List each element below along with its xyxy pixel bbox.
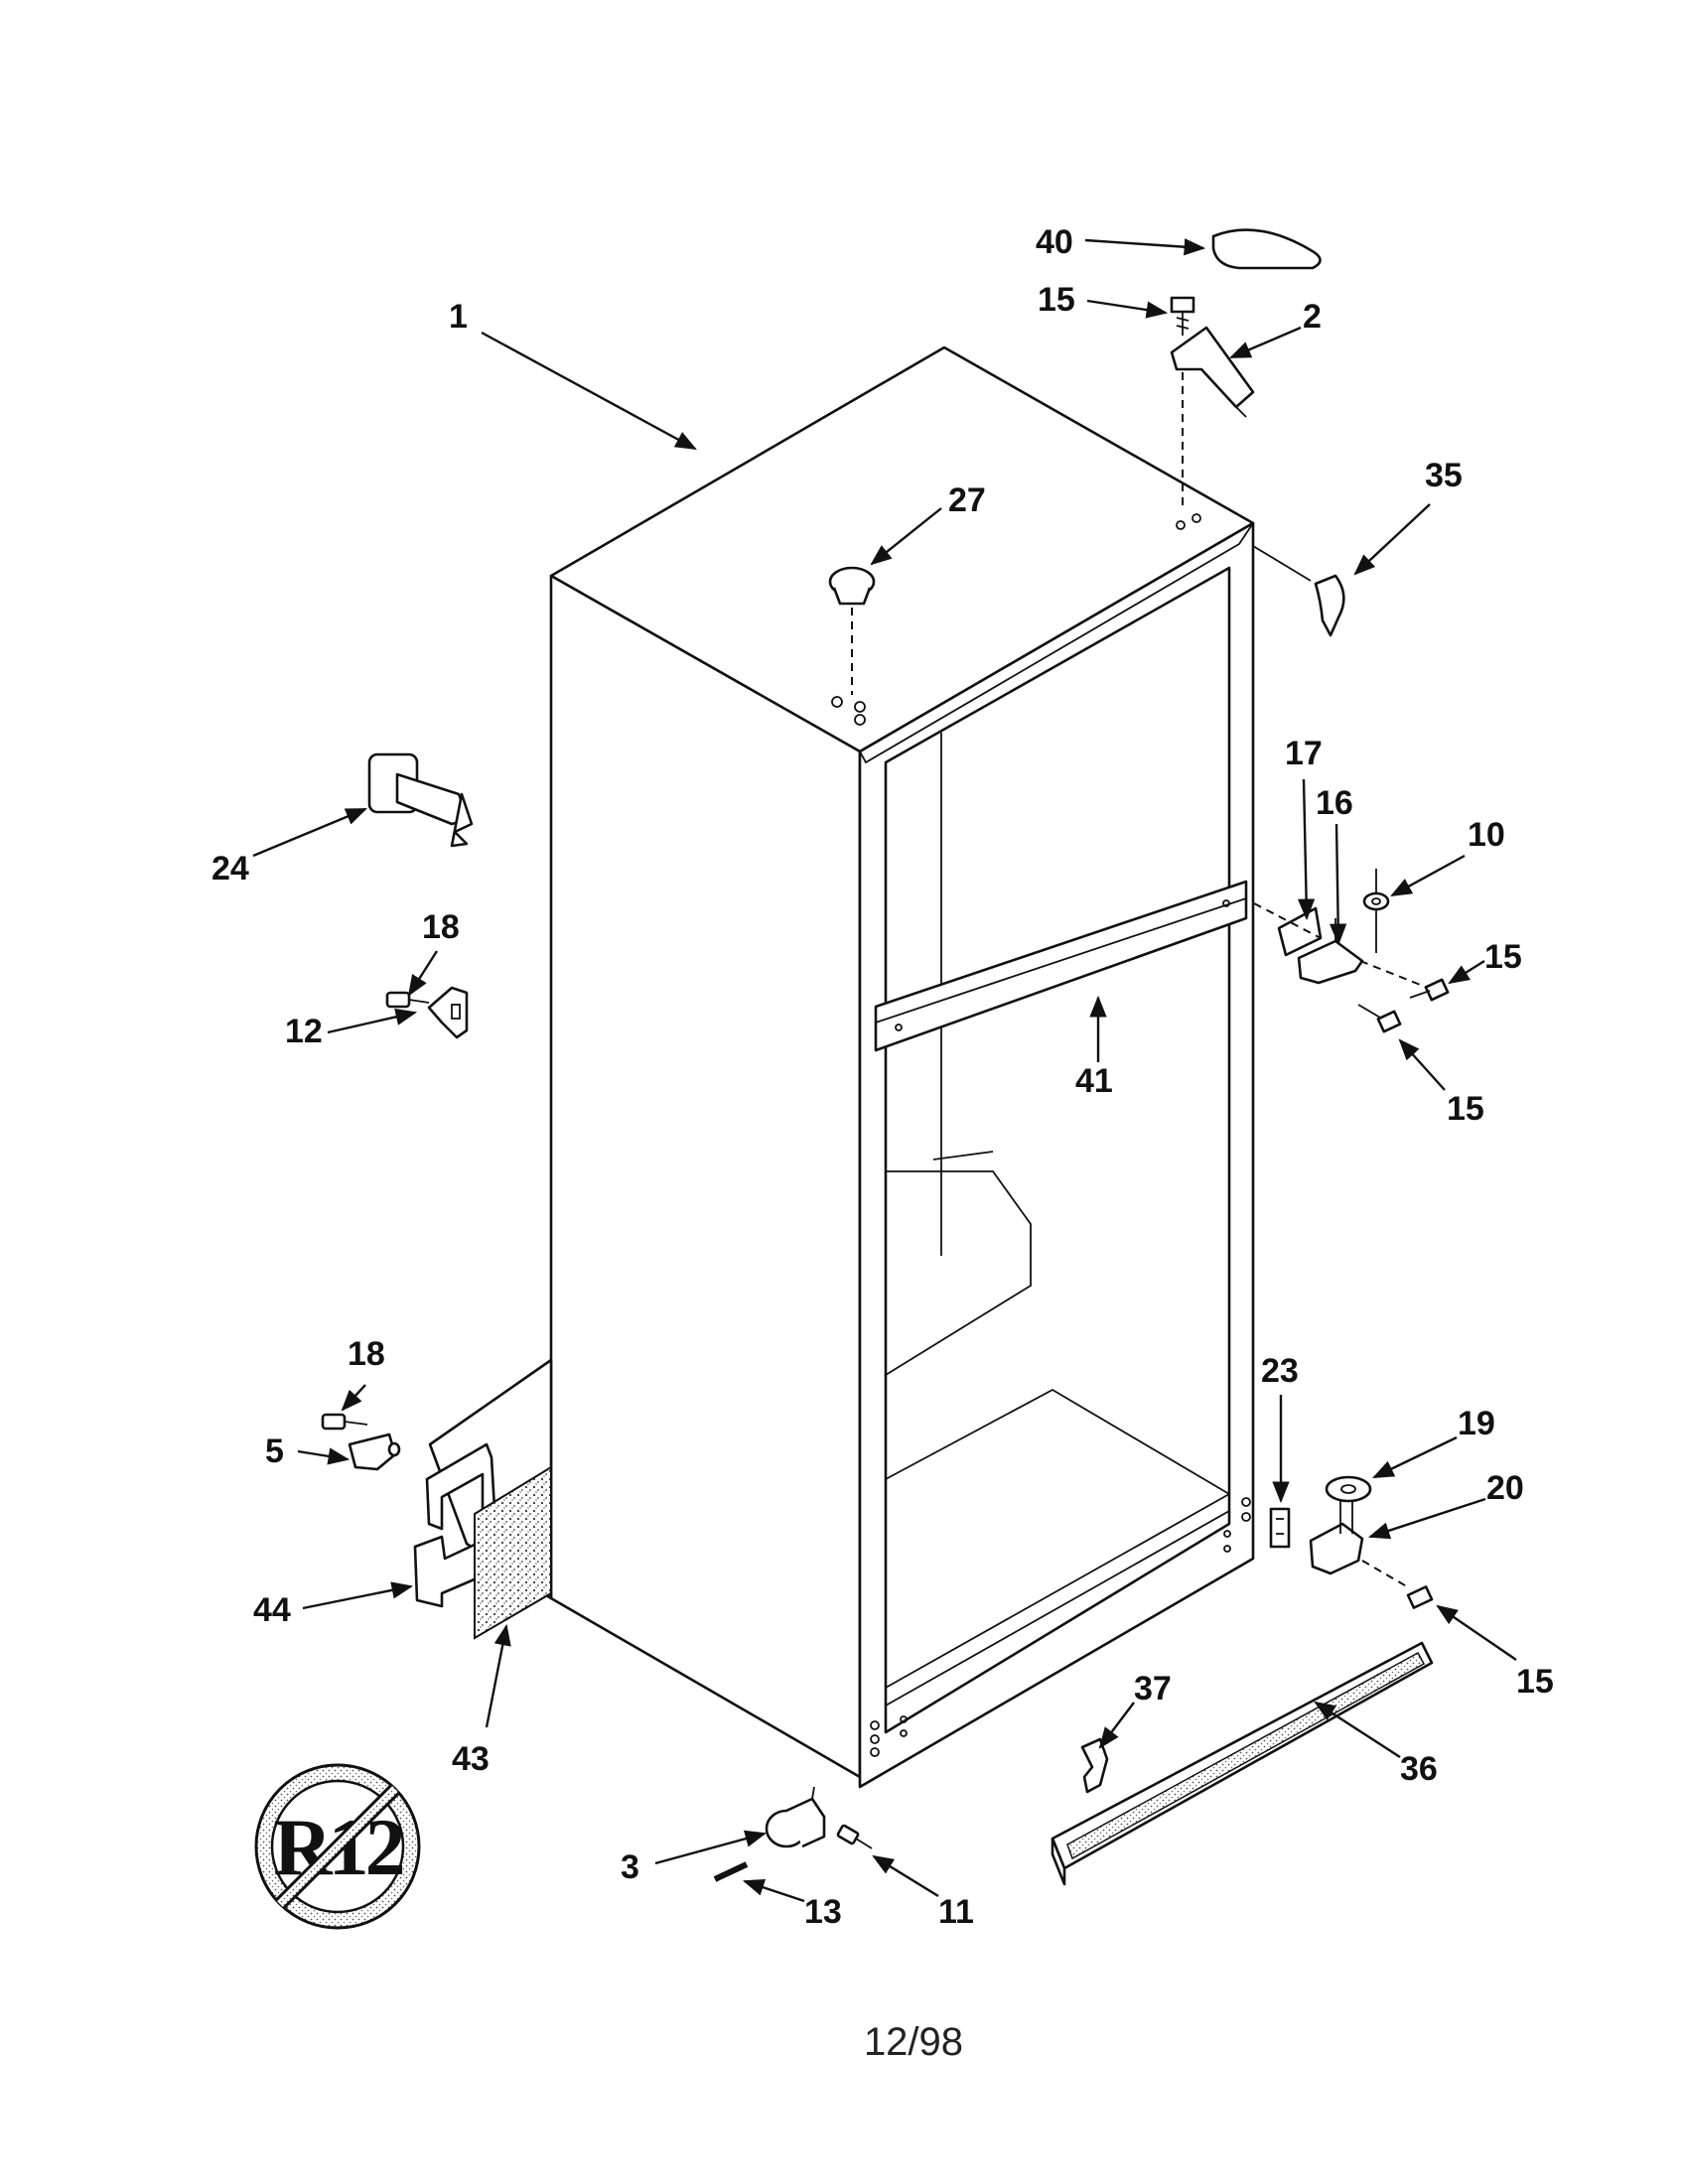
- callout-20: 20: [1486, 1469, 1524, 1507]
- callout-37: 37: [1134, 1670, 1172, 1707]
- callout-18: 18: [348, 1335, 385, 1373]
- callout-5: 5: [265, 1433, 284, 1470]
- bottom-hinge-shim: [1269, 1507, 1291, 1549]
- no-r12-symbol: R12: [254, 1763, 421, 1930]
- callout-3: 3: [621, 1848, 639, 1886]
- door-stop-stud: [367, 752, 474, 848]
- callout-41: 41: [1075, 1062, 1113, 1100]
- hinge-clip: [1314, 574, 1345, 637]
- hinge-pin-block: [385, 986, 469, 1039]
- roller-axle: [713, 1861, 749, 1882]
- service-cord-clamp: [413, 1535, 479, 1608]
- bottom-hinge-screw: [1361, 1560, 1434, 1609]
- callout-44: 44: [253, 1591, 291, 1629]
- callout-2: 2: [1303, 298, 1322, 336]
- callout-36: 36: [1400, 1750, 1438, 1788]
- center-hinge-screw-2: [1357, 1004, 1402, 1033]
- center-hinge: [1253, 902, 1429, 989]
- callout-18: 18: [422, 908, 460, 946]
- callout-35: 35: [1425, 457, 1463, 494]
- callout-40: 40: [1036, 223, 1073, 261]
- callout-16: 16: [1316, 784, 1353, 822]
- bottom-hinge: [1309, 1501, 1364, 1575]
- toe-grille: [1051, 1641, 1434, 1886]
- callout-15: 15: [1516, 1663, 1554, 1701]
- cabinet: [549, 345, 1255, 1789]
- callout-13: 13: [804, 1893, 842, 1931]
- insulation-pad: [474, 1465, 552, 1640]
- callout-15: 15: [1447, 1090, 1484, 1128]
- top-plug: [828, 566, 876, 695]
- callout-24: 24: [211, 850, 249, 887]
- callout-17: 17: [1285, 735, 1323, 772]
- leveling-washer: [1325, 1475, 1372, 1503]
- hinge-pin-clip: [348, 1433, 397, 1471]
- callout-27: 27: [948, 481, 986, 519]
- top-hinge-cover: [1211, 228, 1322, 270]
- callout-10: 10: [1468, 816, 1505, 854]
- screw-top: [1170, 296, 1195, 336]
- center-hinge-screw-1: [1409, 978, 1450, 1002]
- center-hinge-bracket: [1277, 906, 1323, 957]
- callout-23: 23: [1261, 1352, 1299, 1390]
- callout-19: 19: [1458, 1405, 1495, 1442]
- footer-date: 12/98: [863, 2020, 964, 2064]
- callout-15: 15: [1484, 938, 1522, 976]
- lower-hinge-screw: [321, 1413, 368, 1431]
- callout-12: 12: [285, 1013, 323, 1050]
- callout-43: 43: [452, 1740, 490, 1778]
- roller-screw: [836, 1824, 873, 1849]
- leader-lines: [252, 238, 1517, 1903]
- callout-1: 1: [449, 298, 468, 336]
- front-roller: [765, 1786, 826, 1848]
- grille-clip: [1080, 1737, 1109, 1794]
- power-cord-bracket: [425, 1442, 496, 1531]
- callout-labels: 1 40 15 2 35 27 24 18 12 17 16 10 15 15 …: [211, 223, 1554, 1931]
- callout-15: 15: [1038, 281, 1075, 319]
- callout-11: 11: [938, 1893, 974, 1931]
- top-hinge: [1170, 326, 1255, 506]
- hinge-washer: [1362, 869, 1390, 953]
